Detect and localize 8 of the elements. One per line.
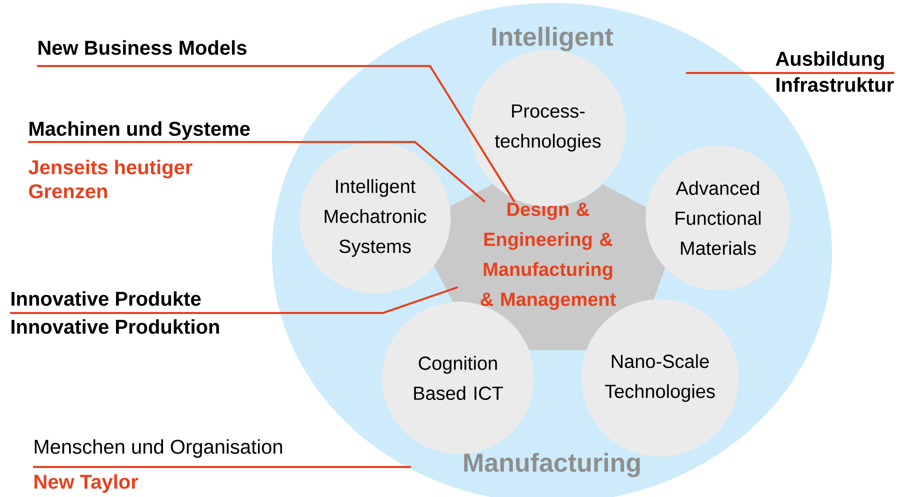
leader-line [28, 141, 486, 203]
callout-text: Innovative Produkte Innovative Produktion [12, 291, 219, 334]
callout-text: Machinen und Systeme Jenseits heutiger Grenzen [28, 121, 250, 198]
leader-line [686, 72, 894, 74]
leader-line [37, 65, 516, 202]
leader-line [10, 286, 458, 314]
callout-text: New Business Models [38, 40, 246, 55]
leader-line [33, 466, 411, 468]
